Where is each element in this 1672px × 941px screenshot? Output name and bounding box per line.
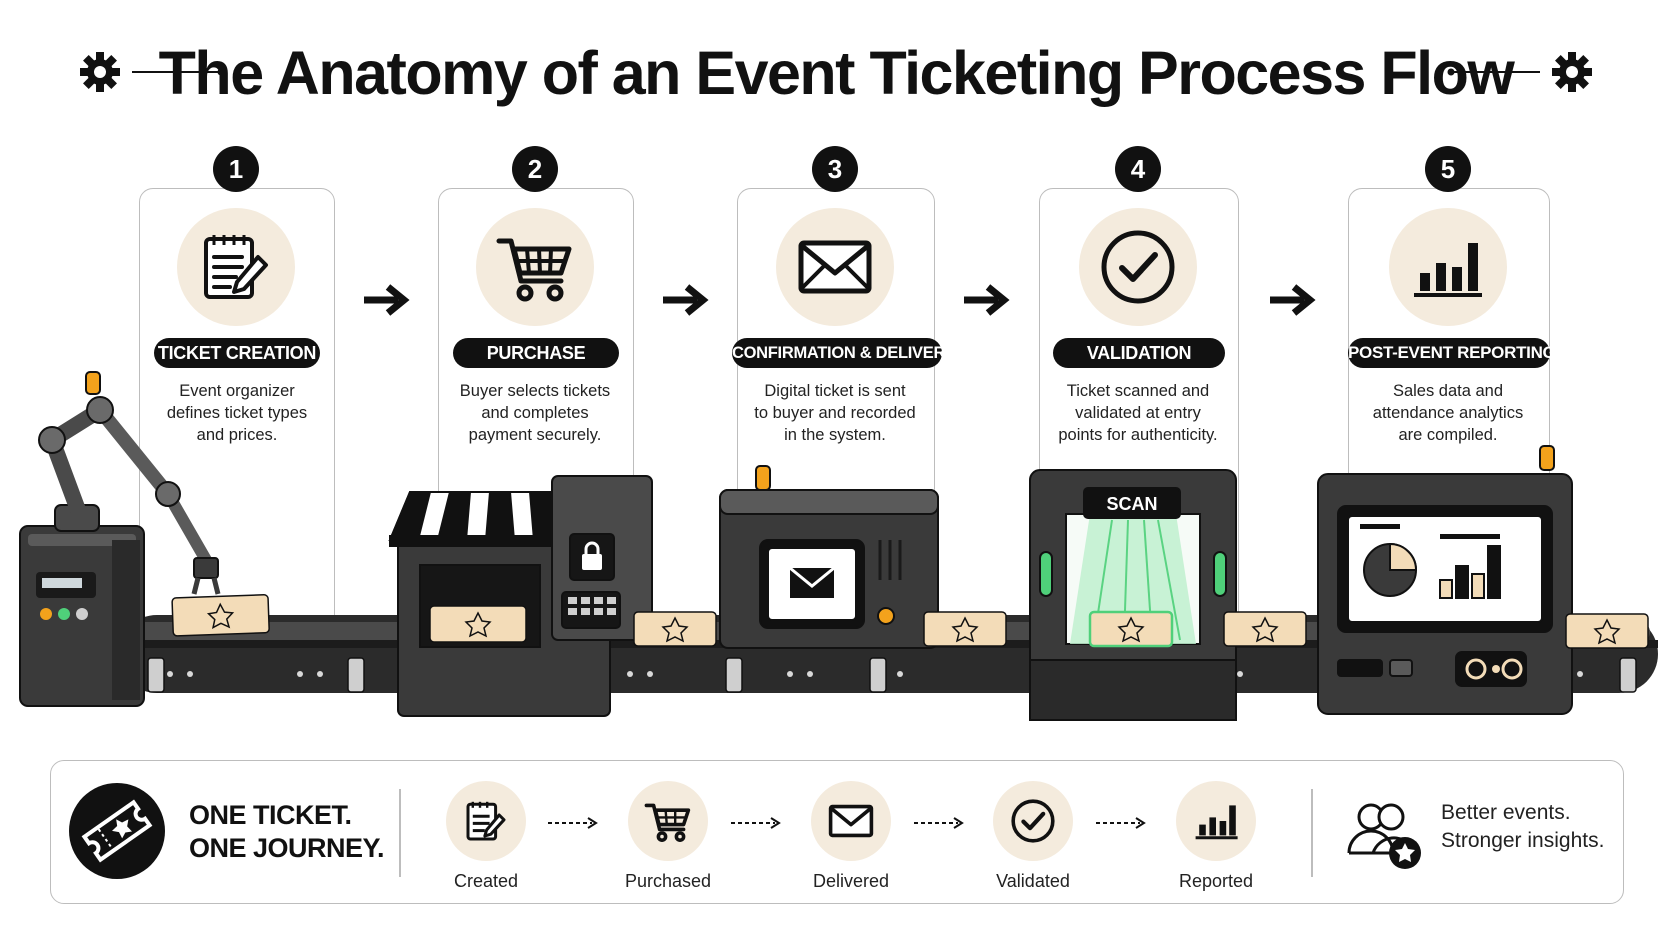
stage-label-ticket-creation: TICKET CREATION: [154, 338, 320, 368]
journey-tagline: ONE TICKET. ONE JOURNEY.: [189, 800, 385, 863]
journey-step-label: Delivered: [812, 871, 890, 891]
envelope-icon: [798, 240, 872, 294]
shopping-cart-icon: [496, 238, 572, 302]
ticket-icon: [171, 594, 270, 637]
scanner-label: SCAN: [1106, 494, 1157, 514]
journey-step-reported: Reported: [1156, 781, 1276, 892]
envelope-icon: [828, 804, 874, 838]
delivery-machine: [719, 465, 939, 649]
stage-label-confirmation-delivery: CONFIRMATION & DELIVERY: [732, 338, 955, 368]
arrow-right-icon: [663, 284, 709, 316]
arrow-right-icon: [364, 284, 410, 316]
title-row: The Anatomy of an Event Ticketing Proces…: [0, 30, 1672, 114]
journey-step-label: Reported: [1178, 871, 1254, 891]
shopping-cart-icon: [644, 803, 691, 842]
page-title: The Anatomy of an Event Ticketing Proces…: [158, 39, 1515, 107]
gear-icon: [80, 52, 120, 92]
dashed-arrow-icon: [548, 817, 598, 829]
stage-label-validation: VALIDATION: [1053, 338, 1225, 368]
stage-description-purchase: Buyer selects tickets and completes paym…: [459, 382, 611, 444]
closing-message: Better events. Stronger insights.: [1441, 801, 1605, 852]
divider: [1311, 789, 1313, 877]
ticket-icon: [81, 799, 153, 863]
checkmark-circle-icon: [1011, 799, 1055, 843]
arrow-right-icon: [1270, 284, 1316, 316]
bar-chart-icon: [1195, 805, 1238, 840]
journey-step-delivered: Delivered: [791, 781, 911, 892]
stage-description-post-event-reporting: Sales data and attendance analytics are …: [1372, 382, 1524, 444]
gear-icon: [1552, 52, 1592, 92]
step-number-4: 4: [1115, 146, 1161, 192]
dashed-arrow-icon: [731, 817, 781, 829]
stage-description-ticket-creation: Event organizer defines ticket types and…: [166, 382, 308, 444]
journey-step-purchased: Purchased: [608, 781, 728, 892]
stage-icon-validation: [1079, 208, 1197, 326]
step-number-3: 3: [812, 146, 858, 192]
journey-step-label: Purchased: [624, 871, 712, 891]
stage-description-confirmation-delivery: Digital ticket is sent to buyer and reco…: [754, 382, 916, 444]
ticket-icon: [923, 611, 1007, 647]
checkmark-circle-icon: [1101, 230, 1175, 304]
journey-step-label: Created: [453, 871, 519, 891]
stage-icon-confirmation: [776, 208, 894, 326]
ticket-badge: [69, 783, 165, 879]
stage-label-purchase: PURCHASE: [453, 338, 619, 368]
bar-chart-icon: [1414, 243, 1482, 297]
validation-scanner-gate: [1029, 469, 1237, 721]
robot-base-machine: [19, 525, 145, 707]
journey-step-created: Created: [426, 781, 546, 892]
journey-step-label: Validated: [996, 871, 1070, 891]
ticket-icon: [429, 605, 527, 643]
gear-line-left-decoration: [80, 52, 225, 92]
notepad-pencil-icon: [466, 801, 506, 841]
stage-icon-reporting: [1389, 208, 1507, 326]
step-number-2: 2: [512, 146, 558, 192]
dashed-arrow-icon: [1096, 817, 1146, 829]
journey-step-validated: Validated: [973, 781, 1093, 892]
robot-arm: [38, 371, 221, 595]
users-star-icon: [1347, 803, 1421, 869]
dashed-arrow-icon: [914, 817, 964, 829]
gear-line-right-decoration: [1447, 52, 1592, 92]
arrow-right-icon: [964, 284, 1010, 316]
ticket-icon: [1088, 610, 1174, 648]
notepad-pencil-icon: [204, 235, 268, 299]
ticket-icon: [1565, 613, 1649, 649]
purchase-kiosk-machine: [388, 475, 653, 717]
divider: [399, 789, 401, 877]
stage-icon-ticket-creation: [177, 208, 295, 326]
reporting-terminal: [1317, 445, 1573, 715]
stage-icon-purchase: [476, 208, 594, 326]
step-number-1: 1: [213, 146, 259, 192]
stage-description-validation: Ticket scanned and validated at entry po…: [1058, 382, 1218, 444]
ticket-icon: [633, 611, 717, 647]
journey-summary-panel: ONE TICKET. ONE JOURNEY. Created: [50, 760, 1624, 904]
ticket-icon: [1223, 611, 1307, 647]
stage-label-post-event-reporting: POST-EVENT REPORTING: [1348, 338, 1556, 368]
step-number-5: 5: [1425, 146, 1471, 192]
